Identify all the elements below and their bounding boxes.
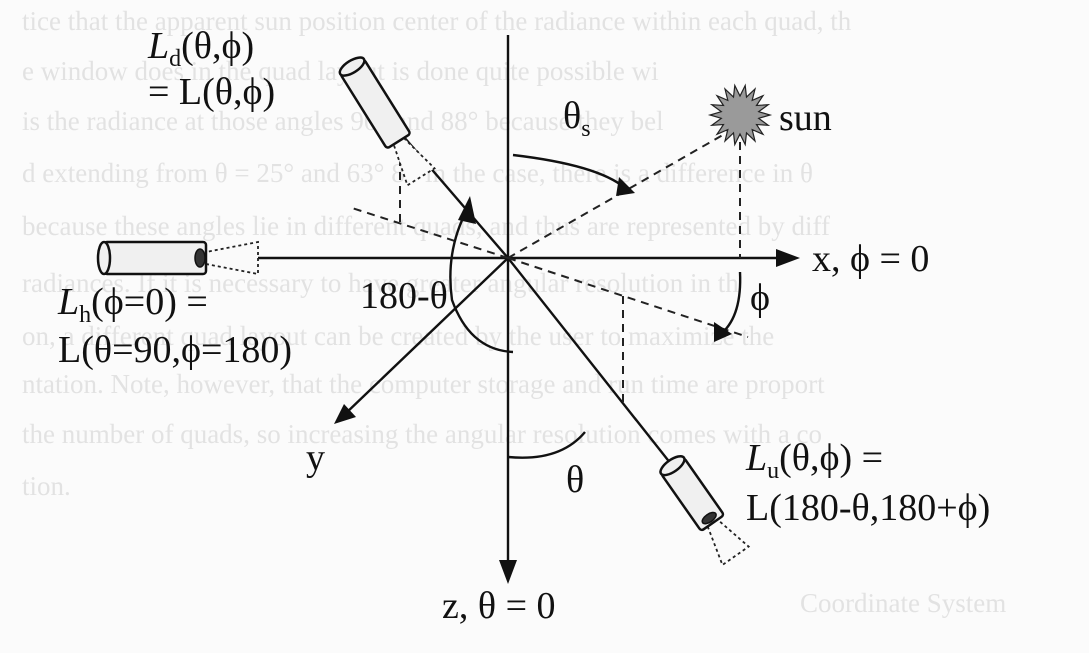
axes: [258, 35, 800, 584]
horizontal-telescope-icon: [96, 240, 259, 276]
sun-shape: [707, 83, 773, 147]
downward-telescope-icon: [338, 56, 437, 187]
upwelling-radiance-label: Lu(θ,ϕ) =: [745, 437, 883, 484]
telescope-back: [659, 455, 686, 477]
telescope-back: [96, 240, 112, 276]
phi-arrowhead: [714, 322, 732, 342]
bleed-heading: Coordinate System: [800, 588, 1006, 618]
telescope-aperture: [701, 511, 717, 525]
symbol-theta: θ: [563, 95, 581, 137]
phi-label: ϕ: [750, 277, 770, 319]
bleed-line: tion.: [22, 471, 71, 501]
theta-arc: [507, 431, 586, 459]
z-axis-label: z, θ = 0: [442, 585, 556, 627]
horizontal-radiance-label: Lh(ϕ=0) =: [57, 281, 208, 328]
x-axis-arrowhead: [776, 249, 800, 267]
y-axis-arrowhead: [334, 404, 356, 424]
angle-180-arc: [449, 207, 514, 354]
y-axis-label: y: [306, 437, 325, 479]
label-args: (ϕ=0) =: [91, 281, 208, 323]
sun-icon: [707, 83, 773, 147]
angle-180-arrowhead: [458, 196, 476, 224]
upward-telescope-icon: [659, 455, 751, 567]
y-axis-line: [343, 257, 509, 416]
sun-label: sun: [779, 97, 832, 139]
label-args: (θ,ϕ) =: [779, 437, 883, 479]
label-args: (θ,ϕ): [181, 25, 254, 67]
telescope-aperture: [194, 248, 206, 268]
bleed-line: the number of quads, so increasing the a…: [22, 419, 822, 449]
theta-s-label: θs: [563, 95, 591, 142]
upwelling-direction-line: [507, 257, 691, 489]
phi-arc: [721, 271, 742, 334]
angle-arcs: [449, 153, 742, 459]
theta-s-arrowhead: [616, 177, 635, 196]
horizontal-equation: L(θ=90,ϕ=180): [58, 329, 292, 371]
bleed-through-text: tice that the apparent sun position cent…: [22, 6, 1006, 618]
symbol-L: L: [57, 281, 79, 323]
downwelling-radiance-label: Ld(θ,ϕ): [147, 25, 254, 72]
upwelling-equation: L(180-θ,180+ϕ): [746, 487, 990, 529]
bleed-line: is the radiance at those angles 90° and …: [22, 106, 664, 136]
subscript-d: d: [169, 46, 181, 72]
z-axis-arrowhead: [499, 560, 517, 584]
telescope-body: [102, 240, 208, 276]
symbol-L: L: [745, 437, 767, 479]
bleed-line: because these angles lie in different qu…: [22, 211, 830, 241]
bleed-line: tice that the apparent sun position cent…: [22, 6, 852, 36]
bleed-line: on, a different quad layout can be creat…: [22, 321, 774, 351]
theta-label: θ: [566, 459, 584, 501]
telescope-aperture: [338, 56, 366, 77]
x-axis-label: x, ϕ = 0: [812, 238, 929, 280]
diagram-labels: Ld(θ,ϕ) = L(θ,ϕ) θs sun x, ϕ = 0 ϕ 180-θ…: [57, 25, 990, 627]
upwelling-projection-line: [507, 257, 749, 338]
symbol-L: L: [147, 25, 169, 67]
downwelling-equation: = L(θ,ϕ): [148, 71, 275, 113]
subscript-u: u: [767, 458, 779, 484]
bleed-line: ntation. Note, however, that the compute…: [22, 369, 825, 399]
subscript-s: s: [581, 116, 590, 142]
subscript-h: h: [79, 302, 91, 328]
angle-180-label: 180-θ: [360, 275, 448, 317]
